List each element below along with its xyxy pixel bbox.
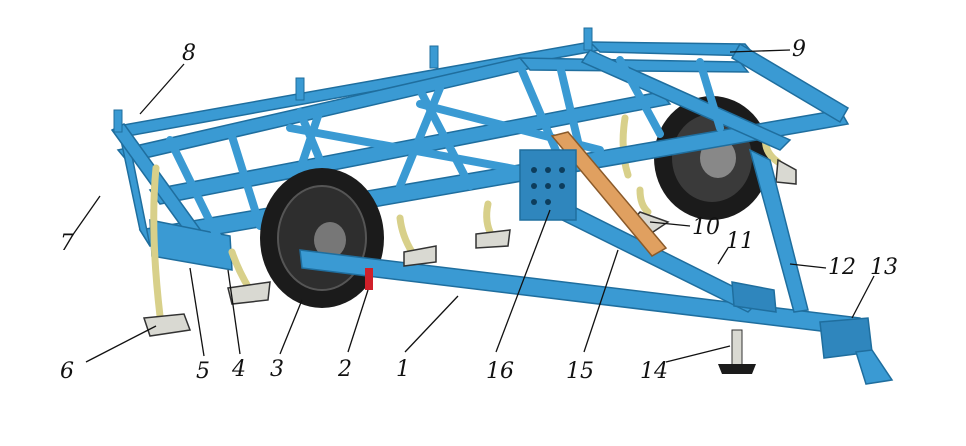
callout-13: 13: [870, 255, 898, 280]
hydraulic-cylinder: [550, 131, 668, 257]
callout-8: 8: [182, 41, 196, 66]
drawbar: [299, 189, 894, 385]
shoes-front-row: [142, 229, 511, 337]
callout-labels: 1 2 3 4 5 6 7 8 9 10 11 12 13 14 15 16: [60, 37, 898, 384]
callout-7: 7: [60, 231, 74, 256]
callout-11: 11: [726, 229, 754, 254]
callout-10: 10: [692, 215, 720, 240]
callout-14: 14: [640, 359, 668, 384]
brace-strut: [748, 148, 809, 313]
callout-16: 16: [486, 359, 514, 384]
callout-2: 2: [337, 357, 352, 382]
depth-adjust-posts: [113, 27, 593, 133]
callout-5: 5: [196, 359, 210, 384]
support-stand: [718, 329, 756, 374]
callout-12: 12: [828, 255, 856, 280]
callout-3: 3: [270, 357, 284, 382]
callout-4: 4: [231, 357, 246, 382]
callout-1: 1: [396, 357, 410, 382]
callout-15: 15: [566, 359, 594, 384]
mount-block: [519, 149, 577, 221]
cultivator-machine: [110, 27, 894, 385]
leader-lines: [71, 49, 875, 363]
callout-9: 9: [792, 37, 806, 62]
wheel-hub-marker: [365, 268, 373, 290]
callout-6: 6: [60, 359, 74, 384]
